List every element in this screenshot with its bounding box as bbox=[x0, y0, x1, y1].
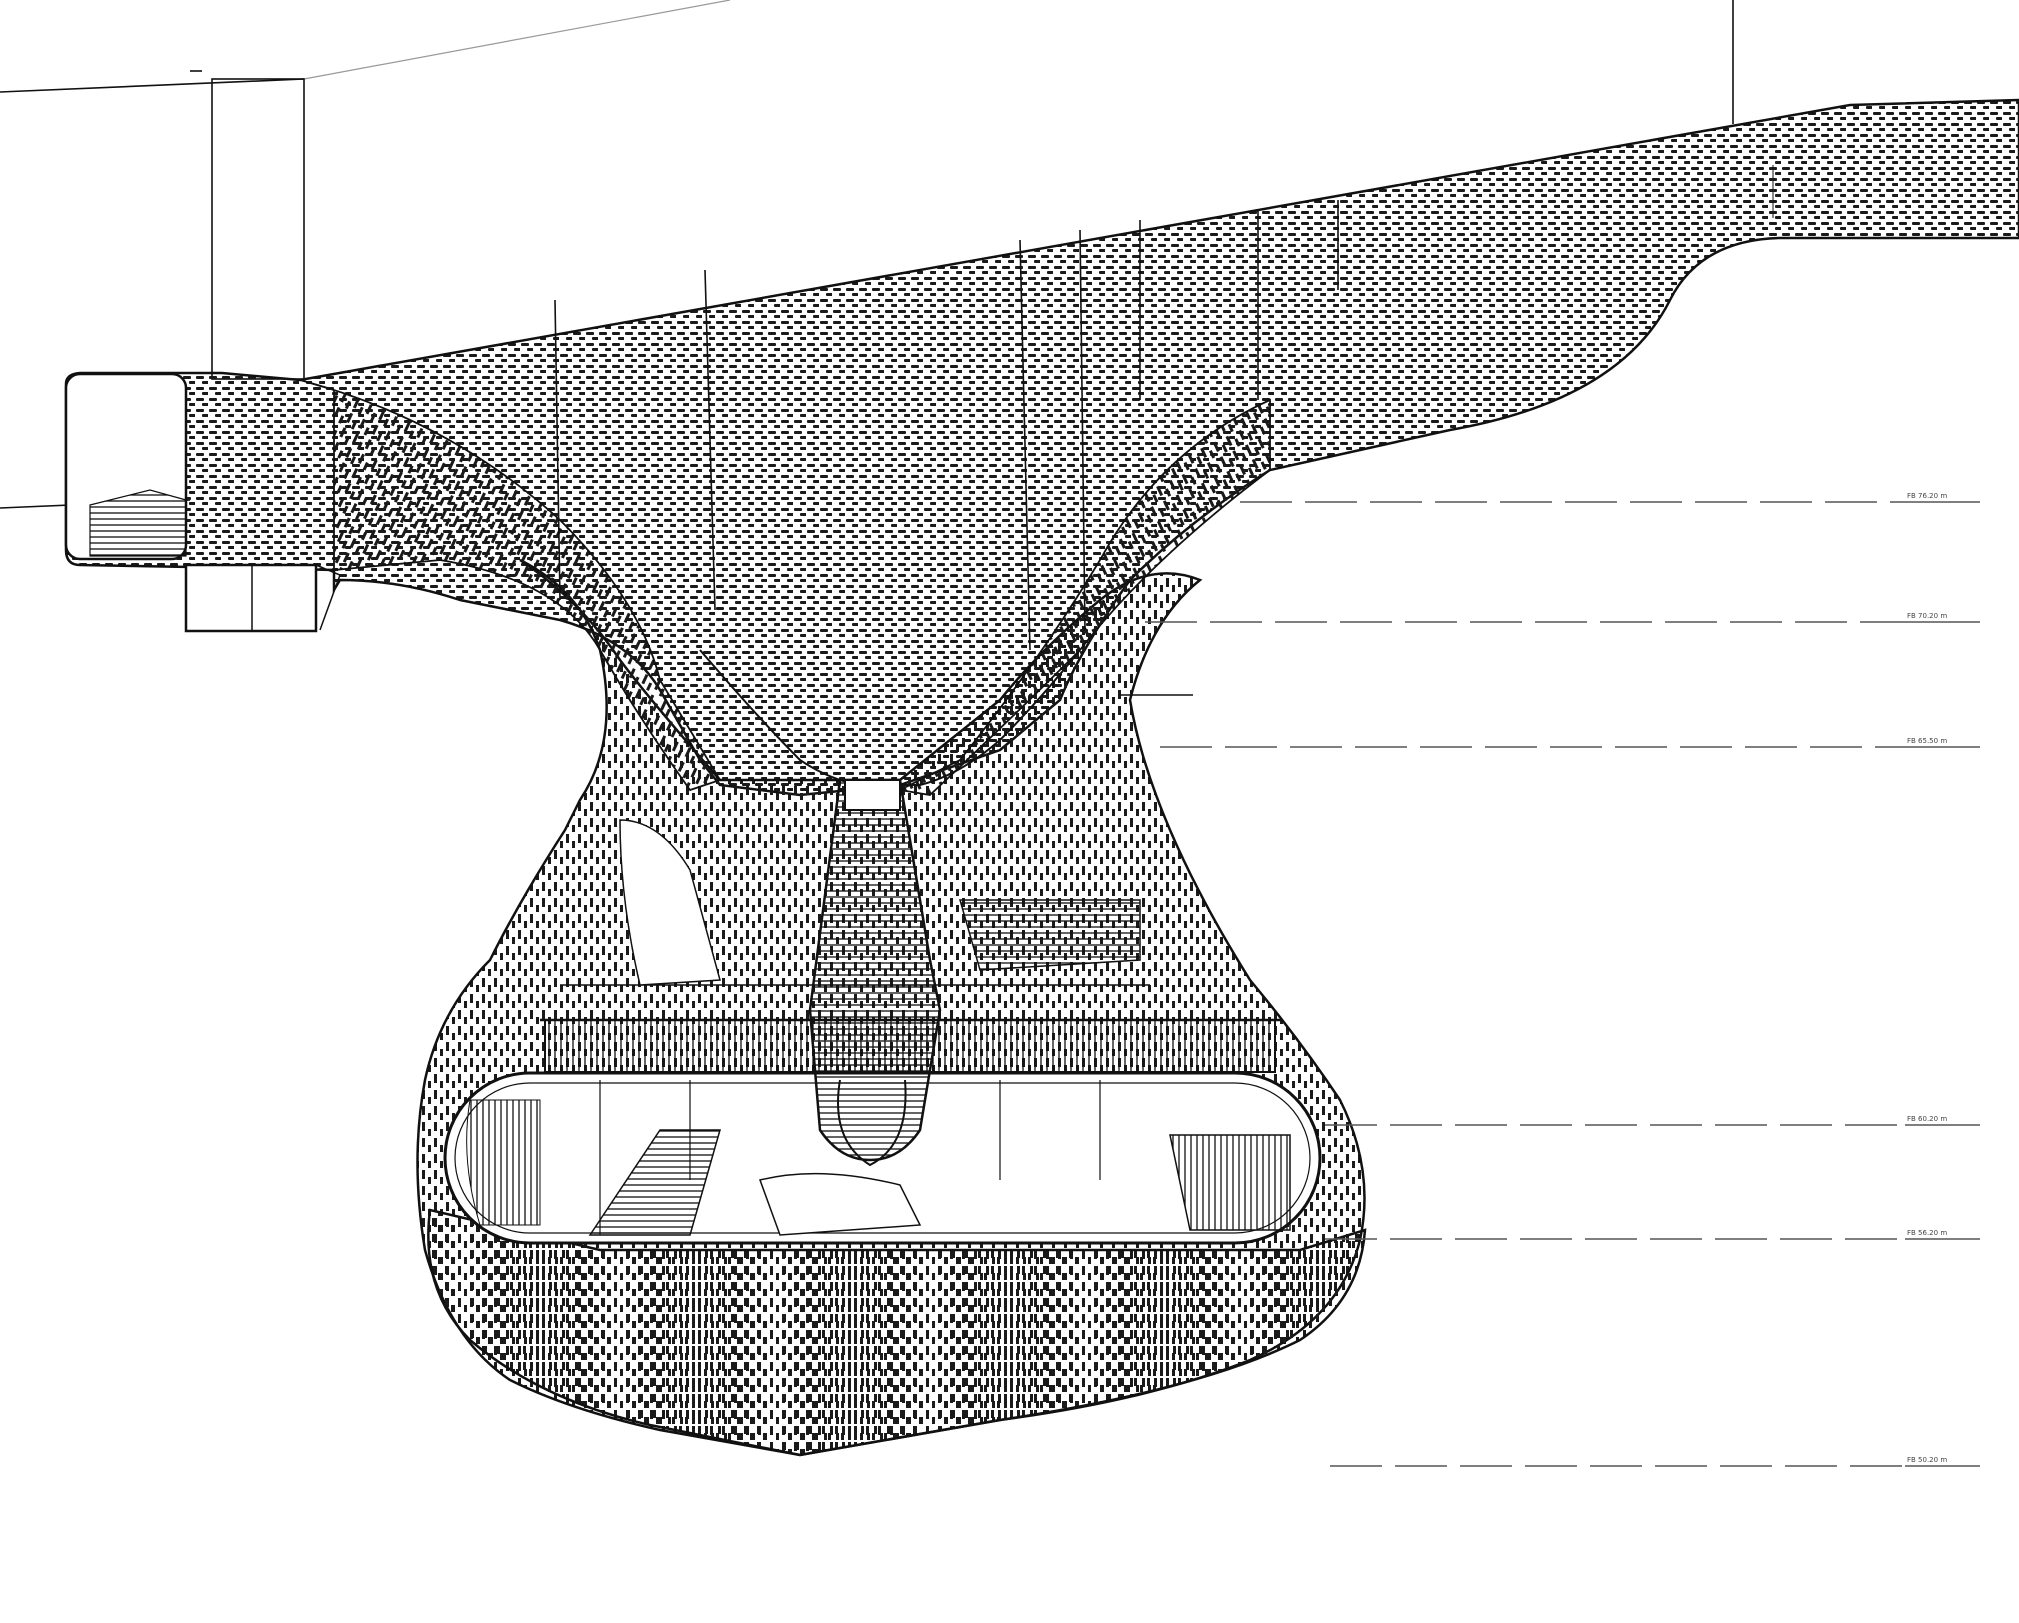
level-marker: FB 65.50 m bbox=[1160, 737, 1980, 748]
level-marker: FB 60.20 m bbox=[1325, 1115, 1980, 1126]
left-stair bbox=[588, 1129, 721, 1236]
bottom-bowl-mass bbox=[427, 1208, 1367, 1457]
level-label: FB 50.20 m bbox=[1907, 1456, 1947, 1464]
funnel-inner-right-void bbox=[959, 899, 1141, 971]
platform-ramp bbox=[759, 1172, 922, 1236]
level-marker: FB 56.20 m bbox=[1325, 1229, 1980, 1240]
right-stair bbox=[1169, 1134, 1291, 1231]
level-label: FB 56.20 m bbox=[1907, 1229, 1947, 1237]
level-marker: FB 76.20 m bbox=[1240, 492, 1980, 503]
level-markers: FB 76.20 m FB 70.20 m FB 65.50 m FB 60.2… bbox=[1145, 492, 1980, 1467]
plaza-structure-lines bbox=[554, 200, 1339, 696]
left-funnel-band bbox=[299, 379, 722, 792]
level-marker: FB 70.20 m bbox=[1145, 612, 1980, 623]
level-marker: FB 50.20 m bbox=[1330, 1456, 1980, 1467]
hall-left-end bbox=[466, 1099, 541, 1226]
funnel-inner-left-void bbox=[619, 819, 721, 986]
level-label: FB 60.20 m bbox=[1907, 1115, 1947, 1123]
level-label: FB 70.20 m bbox=[1907, 612, 1947, 620]
level-label: FB 76.20 m bbox=[1907, 492, 1947, 500]
central-escalator bbox=[808, 778, 942, 1167]
concourse-hall bbox=[443, 1071, 1322, 1245]
level-label: FB 65.50 m bbox=[1907, 737, 1947, 745]
left-entrance-block bbox=[64, 372, 341, 633]
